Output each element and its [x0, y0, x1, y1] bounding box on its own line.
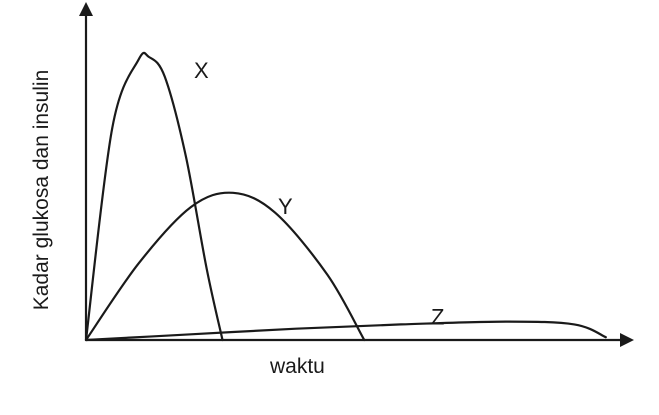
y-axis: [79, 2, 93, 340]
series-z-label: Z: [431, 305, 444, 330]
series-label-layer: X Y Z: [194, 58, 444, 330]
series-layer: [84, 51, 607, 342]
series-x-label: X: [194, 58, 209, 83]
series-y-line: [84, 191, 366, 342]
series-y-label: Y: [278, 194, 293, 219]
series-x-line: [84, 51, 224, 342]
x-axis: [86, 333, 634, 347]
x-axis-label: waktu: [269, 355, 325, 378]
y-axis-arrow: [79, 2, 93, 16]
y-axis-label: Kadar glukosa dan insulin: [30, 70, 53, 311]
series-z-line: [84, 320, 607, 342]
x-axis-arrow: [620, 333, 634, 347]
